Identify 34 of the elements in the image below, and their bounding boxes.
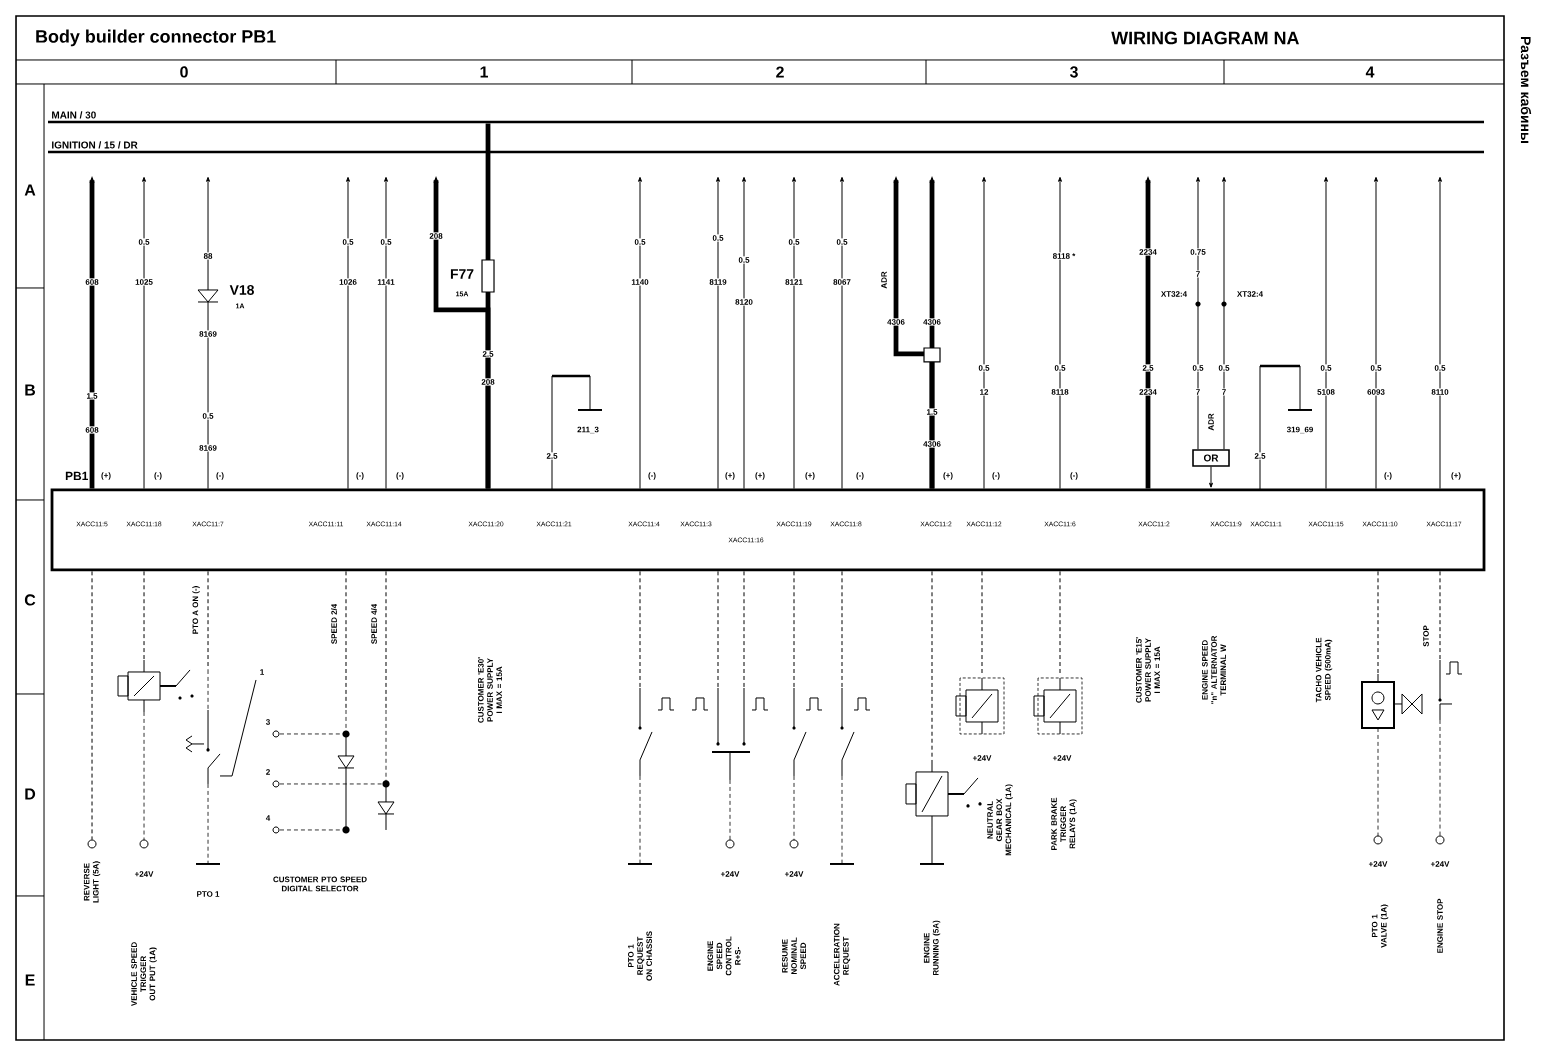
wire xyxy=(345,570,347,711)
wire xyxy=(385,570,387,711)
wire-arrow xyxy=(1196,176,1200,450)
wire-arrow xyxy=(142,176,146,490)
wire xyxy=(931,570,933,761)
wire-arrow xyxy=(742,176,746,490)
wire-arrow xyxy=(716,176,720,490)
wire xyxy=(143,570,145,661)
title: Body builder connector PB1 xyxy=(36,29,276,47)
wire-arrow xyxy=(346,176,350,490)
wire xyxy=(841,570,843,689)
wire xyxy=(743,570,745,689)
wire xyxy=(207,570,209,671)
wire-arrow xyxy=(840,176,844,490)
wire xyxy=(91,570,93,841)
wire xyxy=(981,570,983,677)
wire-arrow xyxy=(1222,176,1226,450)
wire xyxy=(1439,570,1441,661)
wire xyxy=(639,570,641,689)
wire xyxy=(1377,570,1379,675)
wire-arrow xyxy=(1374,176,1378,490)
wire-arrow xyxy=(792,176,796,490)
wire-arrow xyxy=(206,176,210,490)
diagram-heading: WIRING DIAGRAM NA xyxy=(1111,31,1299,45)
wire-arrow xyxy=(384,176,388,490)
wire xyxy=(793,570,795,689)
wire xyxy=(717,570,719,689)
wire-arrow xyxy=(1324,176,1328,490)
wire-arrow xyxy=(982,176,986,490)
wire-arrow xyxy=(638,176,642,490)
wire-arrow xyxy=(1209,466,1213,488)
wire-arrow xyxy=(1438,176,1442,490)
wire-arrow xyxy=(1058,176,1062,490)
wire xyxy=(1059,570,1061,677)
